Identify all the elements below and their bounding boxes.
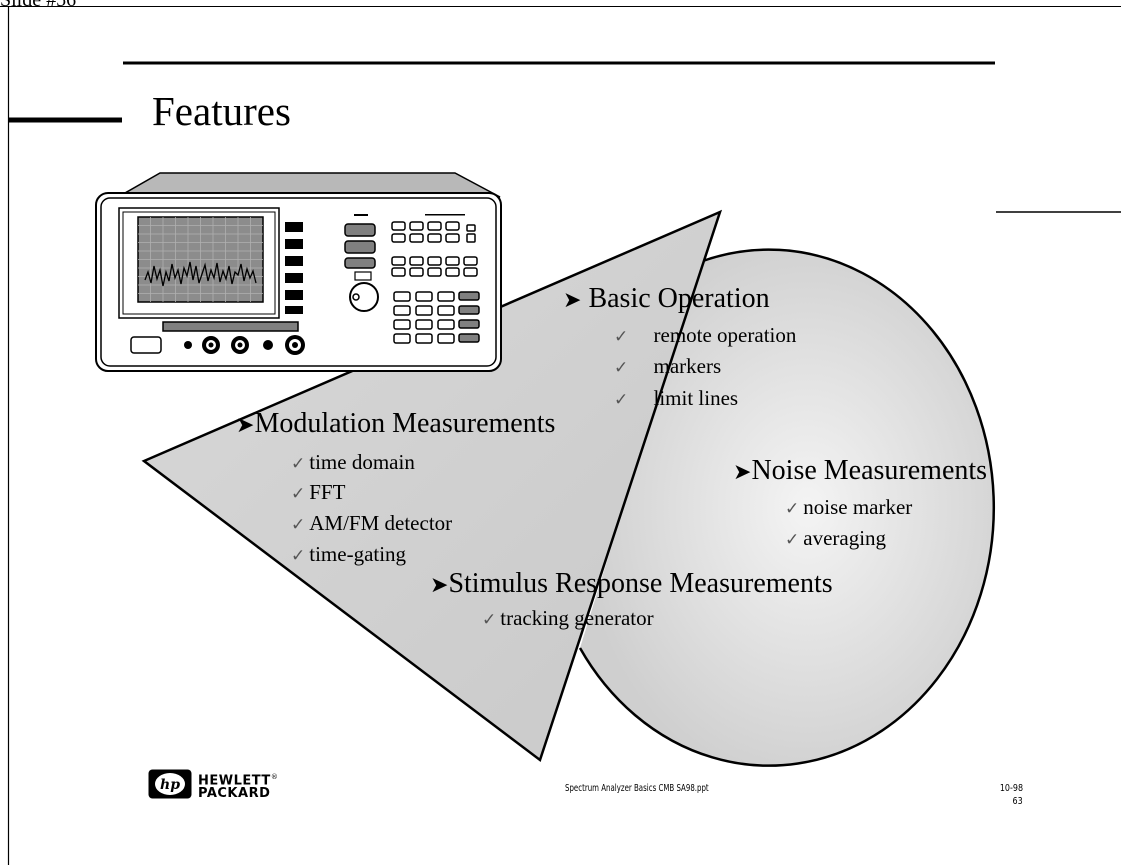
sub-item-text: remote operation: [653, 323, 797, 347]
check-icon: ✓: [291, 515, 306, 534]
sub-item: ✓time-gating: [291, 544, 406, 565]
spectrum-analyzer-icon: [95, 172, 502, 372]
check-icon: ✓: [785, 499, 800, 518]
arrow-bullet-icon: ➤: [236, 412, 255, 437]
sub-item: ✓ limit lines: [614, 388, 738, 409]
bullet-heading: Modulation Measurements: [254, 408, 556, 439]
sub-item: ✓time domain: [291, 452, 415, 473]
bullet-basic-operation: ➤ Basic Operation: [563, 285, 770, 313]
check-icon: ✓: [614, 327, 629, 346]
bullet-stimulus-response: ➤Stimulus Response Measurements: [430, 570, 833, 598]
check-icon: ✓: [291, 546, 306, 565]
sub-item-text: averaging: [803, 526, 887, 550]
check-icon: ✓: [785, 530, 800, 549]
sub-item-text: tracking generator: [500, 606, 654, 630]
sub-item: ✓ remote operation: [614, 325, 796, 346]
sub-item: ✓ markers: [614, 356, 721, 377]
sub-item: ✓FFT: [291, 482, 345, 503]
sub-item-text: AM/FM detector: [309, 511, 453, 535]
slide-title: Features: [152, 88, 291, 134]
sub-item-text: limit lines: [653, 386, 739, 410]
sub-item: ✓tracking generator: [482, 608, 654, 629]
hp-logo-mark: hp: [160, 777, 180, 793]
arrow-bullet-icon: ➤: [430, 572, 449, 597]
hp-logo-icon: hp: [148, 769, 192, 799]
bullet-heading: Noise Measurements: [751, 455, 988, 486]
sub-item-text: noise marker: [803, 495, 913, 519]
arrow-bullet-icon: ➤: [733, 459, 752, 484]
footer-page-number: 63: [1012, 796, 1023, 807]
footer-date: 10-98: [999, 783, 1023, 794]
hp-registered-mark: ®: [270, 773, 279, 781]
circle-shape: [578, 248, 995, 767]
check-icon: ✓: [614, 358, 629, 377]
check-icon: ✓: [291, 454, 306, 473]
hp-logo-line1: HEWLETT: [198, 773, 271, 789]
bullet-noise-measurements: ➤Noise Measurements: [733, 457, 987, 485]
bullet-heading: Basic Operation: [588, 283, 770, 314]
sub-item-text: time domain: [309, 450, 415, 474]
check-icon: ✓: [614, 390, 629, 409]
check-icon: ✓: [482, 610, 497, 629]
sub-item: ✓AM/FM detector: [291, 513, 452, 534]
check-icon: ✓: [291, 484, 306, 503]
slide-number: Slide #56: [0, 0, 77, 11]
sub-item-text: time-gating: [309, 542, 407, 566]
footer-filename: Spectrum Analyzer Basics CMB SA98.ppt: [565, 783, 709, 794]
hp-wordmark: HEWLETT® PACKARD: [198, 771, 278, 800]
arrow-bullet-icon: ➤: [563, 287, 582, 312]
sub-item-text: markers: [653, 354, 722, 378]
sub-item-text: FFT: [309, 480, 346, 504]
sub-item: ✓averaging: [785, 528, 886, 549]
hp-logo-line2: PACKARD: [198, 786, 271, 802]
bullet-heading: Stimulus Response Measurements: [448, 568, 833, 599]
sub-item: ✓noise marker: [785, 497, 912, 518]
bullet-modulation-measurements: ➤Modulation Measurements: [236, 410, 555, 438]
